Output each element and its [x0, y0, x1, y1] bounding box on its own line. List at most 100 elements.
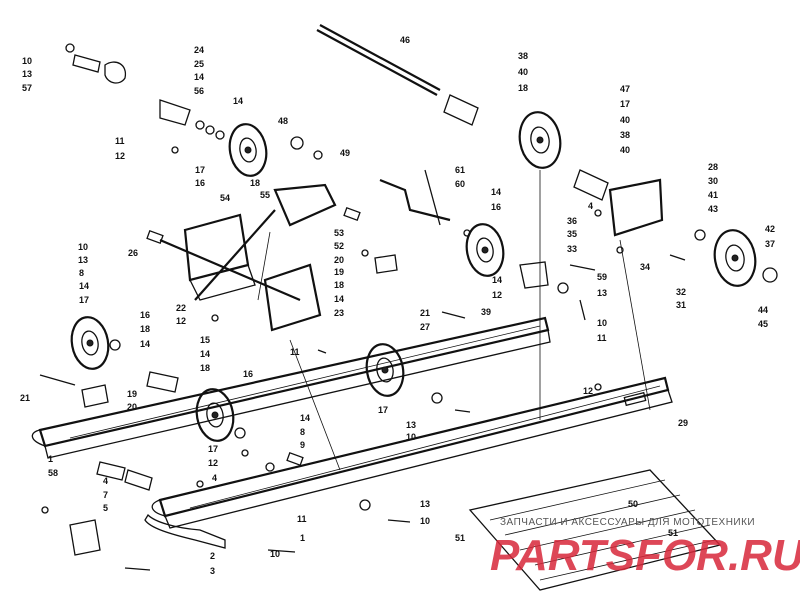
callout-9: 9 — [300, 440, 305, 450]
callout-17: 17 — [208, 444, 218, 454]
callout-25: 25 — [194, 59, 204, 69]
wear-strip — [144, 513, 226, 549]
wheel — [195, 388, 235, 442]
wheel — [465, 223, 505, 277]
callout-13: 13 — [597, 288, 607, 298]
watermark-logo: PARTSFOR.RU — [490, 531, 800, 580]
callout-17: 17 — [195, 165, 205, 175]
wheel — [228, 123, 268, 177]
watermark: ЗАПЧАСТИ И АКСЕССУАРЫ ДЛЯ МОТОТЕХНИКИ PA… — [490, 517, 800, 580]
callout-60: 60 — [455, 179, 465, 189]
callout-18: 18 — [200, 363, 210, 373]
callout-11: 11 — [597, 333, 607, 343]
callout-16: 16 — [243, 369, 253, 379]
callout-21: 21 — [420, 308, 430, 318]
callout-13: 13 — [420, 499, 430, 509]
callout-30: 30 — [708, 176, 718, 186]
callout-20: 20 — [127, 402, 137, 412]
callout-18: 18 — [518, 83, 528, 93]
callout-4: 4 — [588, 201, 593, 211]
callout-10: 10 — [270, 549, 280, 559]
callout-2: 2 — [210, 551, 215, 561]
callout-51: 51 — [668, 528, 678, 538]
callout-41: 41 — [708, 190, 718, 200]
watermark-caption: ЗАПЧАСТИ И АКСЕССУАРЫ ДЛЯ МОТОТЕХНИКИ — [500, 517, 755, 528]
callout-3: 3 — [210, 566, 215, 576]
callout-61: 61 — [455, 165, 465, 175]
callout-33: 33 — [567, 244, 577, 254]
callout-24: 24 — [194, 45, 204, 55]
callout-14: 14 — [334, 294, 344, 304]
callout-38: 38 — [518, 51, 528, 61]
callout-50: 50 — [628, 499, 638, 509]
callout-11: 11 — [290, 347, 300, 357]
callout-19: 19 — [127, 389, 137, 399]
callout-31: 31 — [676, 300, 686, 310]
callout-17: 17 — [378, 405, 388, 415]
callout-40: 40 — [620, 145, 630, 155]
callout-45: 45 — [758, 319, 768, 329]
callout-14: 14 — [200, 349, 210, 359]
callout-37: 37 — [765, 239, 775, 249]
callout-14: 14 — [233, 96, 243, 106]
callout-7: 7 — [103, 490, 108, 500]
callout-13: 13 — [406, 420, 416, 430]
callout-34: 34 — [640, 262, 650, 272]
callout-18: 18 — [140, 324, 150, 334]
idler-wheels — [70, 111, 757, 442]
callout-10: 10 — [78, 242, 88, 252]
callout-12: 12 — [176, 316, 186, 326]
callout-39: 39 — [481, 307, 491, 317]
callout-18: 18 — [250, 178, 260, 188]
callout-14: 14 — [194, 72, 204, 82]
brackets-and-hardware — [39, 43, 778, 571]
callout-57: 57 — [22, 83, 32, 93]
callout-58: 58 — [48, 468, 58, 478]
callout-59: 59 — [597, 272, 607, 282]
callout-40: 40 — [518, 67, 528, 77]
callout-19: 19 — [334, 267, 344, 277]
callout-35: 35 — [567, 229, 577, 239]
wheel — [713, 229, 757, 287]
callout-21: 21 — [20, 393, 30, 403]
callout-20: 20 — [334, 255, 344, 265]
callout-16: 16 — [140, 310, 150, 320]
callout-8: 8 — [300, 427, 305, 437]
callout-13: 13 — [78, 255, 88, 265]
callout-32: 32 — [676, 287, 686, 297]
callout-48: 48 — [278, 116, 288, 126]
callout-12: 12 — [583, 386, 593, 396]
callout-4: 4 — [103, 476, 108, 486]
callout-46: 46 — [400, 35, 410, 45]
callout-11: 11 — [297, 514, 307, 524]
right-slide-rail — [151, 376, 673, 529]
callout-23: 23 — [334, 308, 344, 318]
callout-17: 17 — [79, 295, 89, 305]
callout-55: 55 — [260, 190, 270, 200]
callout-52: 52 — [334, 241, 344, 251]
callout-36: 36 — [567, 216, 577, 226]
left-slide-rail — [31, 316, 551, 459]
long-shaft — [316, 24, 441, 96]
callout-49: 49 — [340, 148, 350, 158]
callout-43: 43 — [708, 204, 718, 214]
callout-27: 27 — [420, 322, 430, 332]
callout-14: 14 — [492, 275, 502, 285]
callout-10: 10 — [22, 56, 32, 66]
callout-1: 1 — [300, 533, 305, 543]
callout-17: 17 — [620, 99, 630, 109]
callout-22: 22 — [176, 303, 186, 313]
callout-54: 54 — [220, 193, 230, 203]
callout-44: 44 — [758, 305, 768, 315]
callout-11: 11 — [115, 136, 125, 146]
callout-47: 47 — [620, 84, 630, 94]
callout-12: 12 — [208, 458, 218, 468]
callout-16: 16 — [491, 202, 501, 212]
callout-38: 38 — [620, 130, 630, 140]
callout-12: 12 — [115, 151, 125, 161]
callout-1: 1 — [48, 454, 53, 464]
callout-42: 42 — [765, 224, 775, 234]
callout-40: 40 — [620, 115, 630, 125]
callout-4: 4 — [212, 473, 217, 483]
